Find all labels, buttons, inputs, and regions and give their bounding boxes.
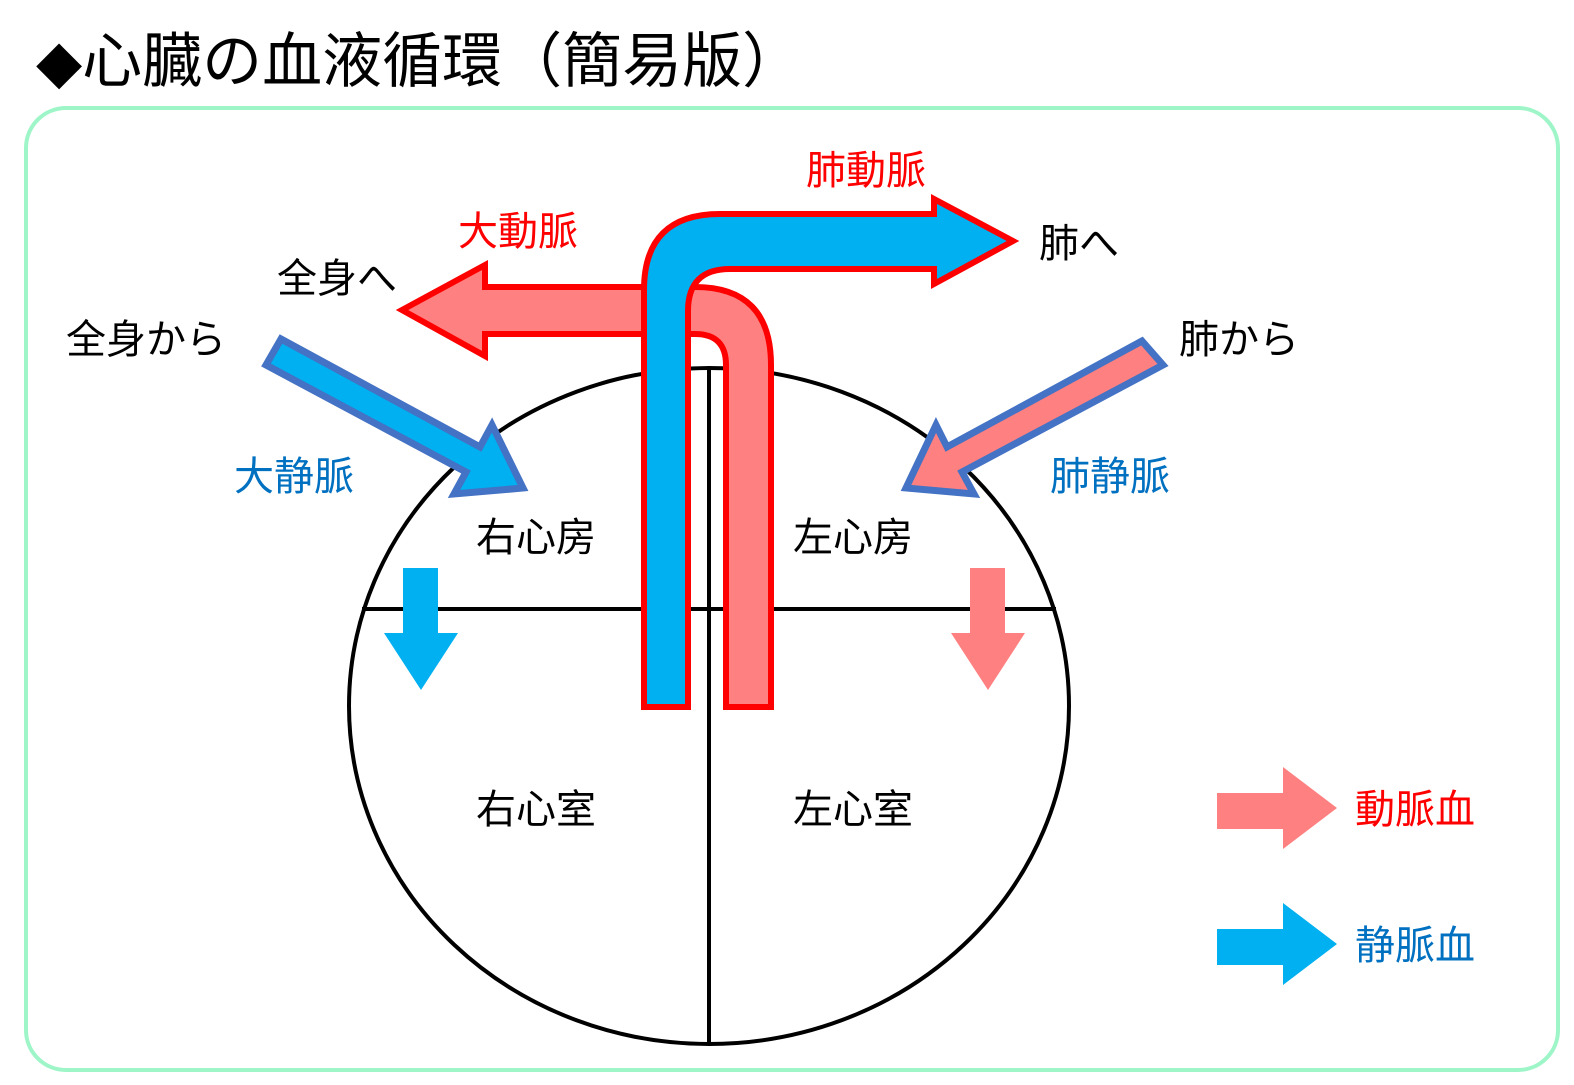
legend-venous-label: 静脈血	[1355, 923, 1475, 969]
label-to-body: 全身へ	[277, 256, 397, 302]
label-pulmonary-artery: 肺動脈	[806, 148, 926, 194]
label-right-atrium: 右心房	[476, 515, 596, 561]
heart-shape	[347, 366, 1071, 1046]
label-to-lungs: 肺へ	[1039, 221, 1119, 267]
label-from-lungs: 肺から	[1179, 317, 1299, 363]
right-atrium-flow-arrow	[384, 568, 458, 690]
label-from-body: 全身から	[66, 317, 226, 363]
label-left-ventricle: 左心室	[793, 787, 913, 833]
label-left-atrium: 左心房	[793, 515, 913, 561]
label-pulmonary-vein: 肺静脈	[1050, 454, 1170, 500]
aorta-vessel	[395, 259, 774, 710]
legend-arterial-arrow	[1217, 767, 1337, 849]
legend-arterial-label: 動脈血	[1355, 787, 1475, 833]
legend-venous-arrow	[1217, 903, 1337, 985]
diagram-frame	[24, 106, 1560, 1072]
pulmonary-artery-vessel	[641, 194, 1020, 710]
vena-cava-arrow	[261, 334, 529, 499]
left-atrium-flow-arrow	[951, 568, 1025, 690]
label-right-ventricle: 右心室	[476, 787, 596, 833]
label-vena-cava: 大静脈	[234, 454, 354, 500]
label-aorta: 大動脈	[458, 209, 578, 255]
pulmonary-vein-arrow	[900, 336, 1169, 499]
page-title: ◆心臓の血液循環（簡易版）	[36, 27, 803, 97]
